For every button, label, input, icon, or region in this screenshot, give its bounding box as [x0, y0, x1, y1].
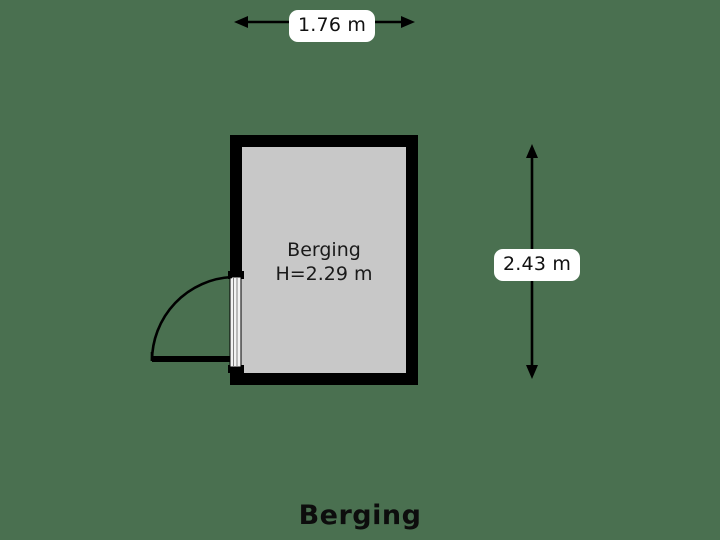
door-jamb-bottom — [228, 365, 244, 373]
door-panel — [229, 276, 242, 368]
door-swing-arc — [150, 275, 233, 362]
dimension-label-width: 1.76 m — [289, 10, 376, 42]
room-ceiling-height-label: H=2.29 m — [275, 263, 373, 285]
dimension-label-height: 2.43 m — [494, 249, 581, 281]
dim-right-arrow-top — [526, 144, 538, 158]
door-opening-inner-floor — [240, 277, 244, 367]
room-floor-fill — [242, 147, 406, 373]
plan-title: Berging — [298, 500, 422, 531]
door-jamb-top — [228, 271, 244, 279]
dim-right-arrow-bottom — [526, 365, 538, 379]
room-name-label: Berging — [287, 239, 361, 261]
dim-top-arrow-right — [401, 16, 415, 28]
dim-top-arrow-left — [234, 16, 248, 28]
door-leaf-open — [152, 356, 230, 362]
